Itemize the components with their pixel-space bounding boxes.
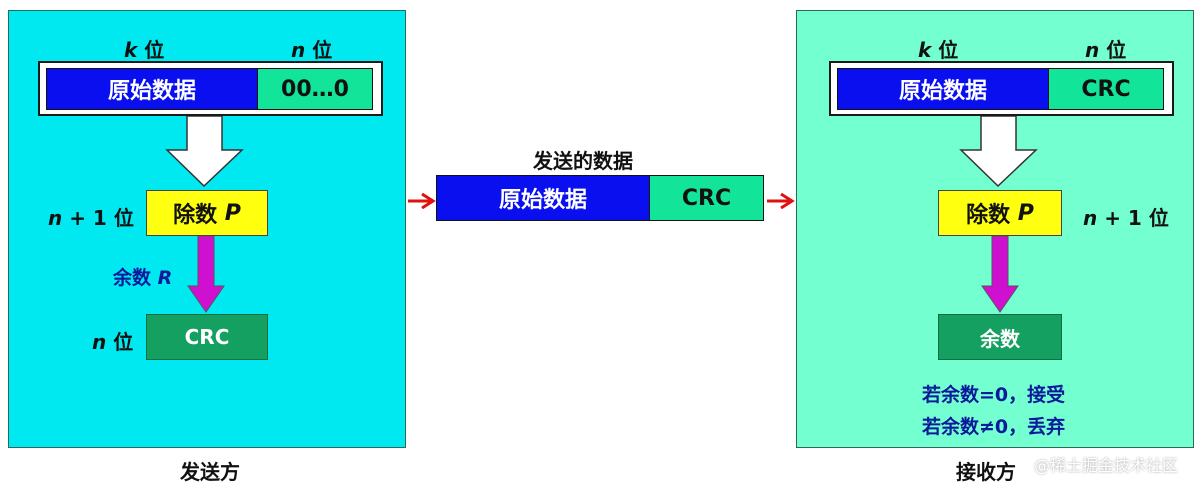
receiver-remainder-arrow-icon (981, 236, 1019, 313)
sender-down-arrow-icon (165, 116, 244, 188)
transmitted-crc-segment: CRC (649, 175, 764, 221)
transmitted-data-segment: 原始数据 (436, 175, 650, 221)
receiver-k-bits-label: k 位 (918, 38, 959, 62)
sender-caption: 发送方 (180, 460, 240, 484)
sender-k-bits-label: k 位 (124, 38, 165, 62)
sender-zeros-segment: 00…0 (257, 68, 373, 110)
sender-divisor-bits-label: n + 1 位 (48, 206, 134, 230)
receiver-divisor-box: 除数 P (938, 190, 1062, 236)
link-arrow-left-icon (408, 192, 436, 210)
receiver-divisor-bits-label: n + 1 位 (1083, 206, 1169, 230)
sender-remainder-arrow-icon (187, 236, 225, 313)
sender-n-bits-label: n 位 (291, 38, 333, 62)
sender-crc-box: CRC (146, 314, 268, 360)
transmitted-data-title: 发送的数据 (533, 149, 633, 173)
sender-crc-bits-label: n 位 (92, 330, 134, 354)
receiver-caption: 接收方 (956, 460, 1016, 484)
watermark: @稀土掘金技术社区 (1034, 456, 1179, 475)
sender-remainder-label: 余数 R (113, 267, 173, 289)
sender-data-segment: 原始数据 (46, 68, 258, 110)
receiver-reject-rule: 若余数≠0，丢弃 (922, 416, 1066, 438)
receiver-n-bits-label: n 位 (1085, 38, 1127, 62)
receiver-remainder-box: 余数 (938, 314, 1062, 360)
receiver-accept-rule: 若余数=0，接受 (922, 384, 1066, 406)
receiver-data-segment: 原始数据 (837, 68, 1049, 110)
receiver-crc-segment: CRC (1048, 68, 1164, 110)
receiver-down-arrow-icon (959, 116, 1038, 188)
sender-divisor-box: 除数 P (146, 190, 268, 236)
link-arrow-right-icon (767, 192, 795, 210)
